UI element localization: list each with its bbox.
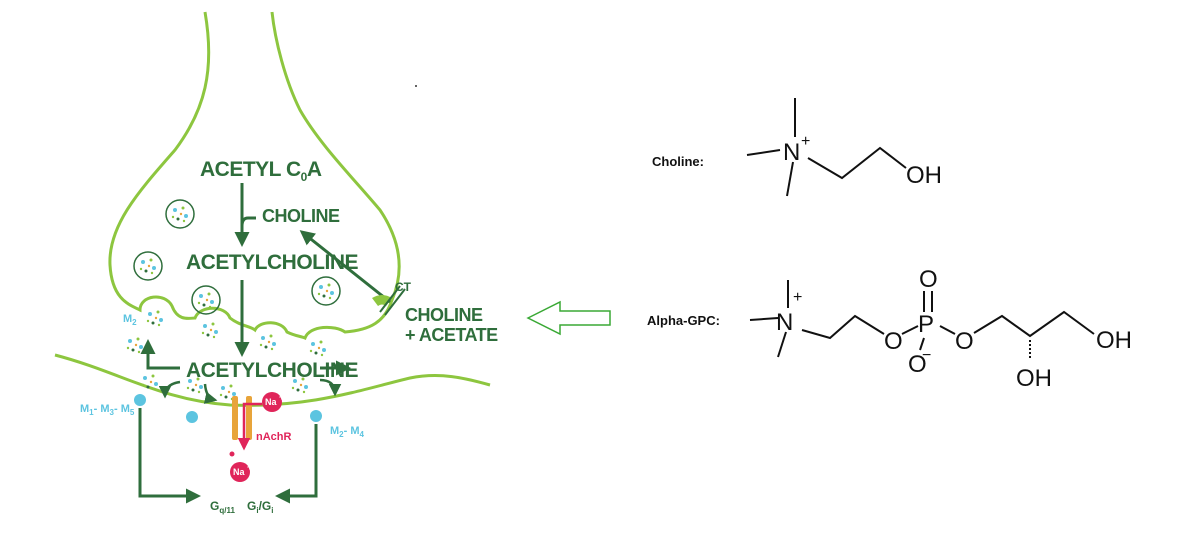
gi-label: Gi/Gi [247, 499, 273, 515]
oxygen-atom: O [919, 266, 938, 293]
positive-charge: + [801, 133, 810, 150]
gi-pathway-arrow [275, 424, 318, 504]
stray-dot [415, 85, 417, 87]
cleft-arrow [319, 378, 342, 397]
vesicle [165, 199, 195, 229]
svg-text:Na: Na [265, 397, 277, 407]
gq-pathway-arrow [138, 408, 201, 504]
receptor [186, 411, 198, 423]
alpha-gpc-name-label: Alpha-GPC: [647, 313, 720, 328]
postsynaptic-membrane [54, 353, 491, 407]
choline-join-line [240, 216, 256, 227]
released-neurotransmitter [126, 310, 326, 401]
cleft-arrow [203, 383, 218, 404]
positive-charge: + [793, 289, 802, 306]
svg-text:Na: Na [233, 467, 245, 477]
hydroxyl-group: OH [1016, 365, 1052, 392]
choline-acetate-label: + ACETATE [405, 325, 498, 345]
presynaptic-membrane [108, 11, 401, 340]
vesicle [311, 276, 341, 306]
negative-charge: − [922, 347, 931, 364]
oxygen-atom: O [884, 328, 903, 355]
ct-label: CT [395, 280, 412, 294]
acetylcholine-cleft-label: ACETYLCHOLINE [186, 359, 358, 382]
choline-name-label: Choline: [652, 154, 704, 169]
m2-m4-receptor [310, 410, 322, 422]
phosphorus-atom: P [918, 311, 934, 338]
nitrogen-atom: N [776, 309, 793, 336]
choline-label: CHOLINE [262, 206, 340, 226]
choline-structure: Choline: N + OH [652, 98, 942, 197]
alpha-gpc-structure: Alpha-GPC: N + O P O O − O OH OH [647, 266, 1132, 392]
m1-m3-m5-receptor [134, 394, 146, 406]
choline-transporter [372, 285, 406, 316]
cleft-arrow [158, 380, 181, 399]
m2-autoreceptor-arrow [140, 339, 180, 370]
vesicle [191, 285, 221, 315]
sodium-dot [229, 451, 235, 457]
sodium-ion-outside: Na + [262, 392, 284, 412]
oxygen-atom: O [908, 351, 927, 378]
choline-acetate-label: CHOLINE [405, 305, 483, 325]
hollow-arrow-icon [526, 300, 611, 336]
nachr-label: nAchR [256, 431, 292, 443]
oxygen-atom: O [955, 328, 974, 355]
gq-label: Gq/11 [210, 499, 235, 515]
svg-text:+: + [279, 392, 284, 402]
acetyl-coa-label: ACETYL C0A [200, 158, 322, 184]
acetylcholine-inner-label: ACETYLCHOLINE [186, 251, 358, 274]
m1-m3-m5-label: M1- M3- M5 [80, 403, 135, 417]
nitrogen-atom: N [783, 139, 800, 166]
nicotinic-receptor-channel [232, 396, 262, 451]
hydroxyl-group: OH [1096, 327, 1132, 354]
m2-receptor-label: M2 [123, 313, 137, 327]
svg-text:+: + [247, 462, 252, 472]
vesicle [133, 251, 163, 281]
presynaptic-terminal [108, 11, 401, 340]
m2-m4-label: M2- M4 [330, 425, 365, 439]
hydroxyl-group: OH [906, 162, 942, 189]
sodium-ion-inside: Na + [230, 462, 252, 482]
reuptake-arrow [299, 230, 391, 304]
